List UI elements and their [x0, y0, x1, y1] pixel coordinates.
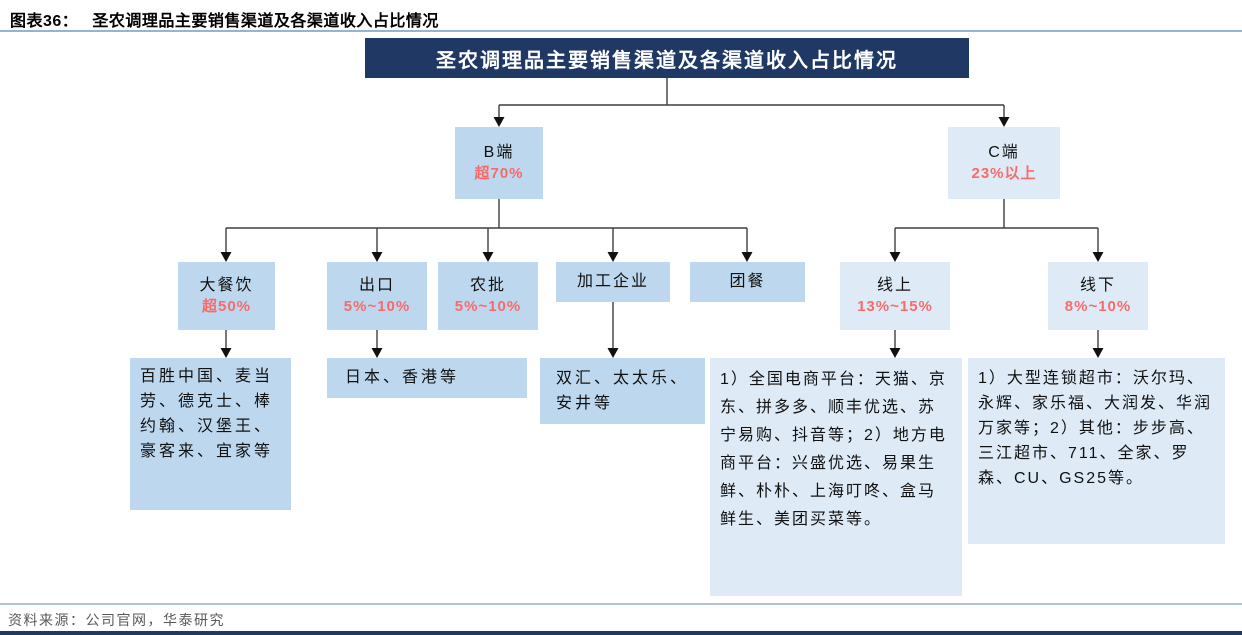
source-note: 资料来源：公司官网，华泰研究 — [8, 612, 225, 628]
node-export: 出口 5%~10% — [327, 262, 427, 330]
leaf-offline-retailers: 1）大型连锁超市：沃尔玛、永辉、家乐福、大润发、华润万家等；2）其他：步步高、三… — [968, 358, 1225, 544]
node-agri-wholesale-label: 农批 — [469, 277, 506, 294]
node-catering-label: 大餐饮 — [199, 277, 254, 294]
node-offline-label: 线下 — [1079, 277, 1116, 294]
node-export-label: 出口 — [358, 277, 395, 294]
node-agri-wholesale-share: 5%~10% — [454, 298, 522, 315]
node-offline: 线下 8%~10% — [1048, 262, 1148, 330]
node-group-meal-label: 团餐 — [729, 273, 766, 290]
arrowheads — [220, 117, 1104, 358]
diagram-title: 圣农调理品主要销售渠道及各渠道收入占比情况 — [365, 38, 969, 78]
node-c-side: C端 23%以上 — [948, 127, 1060, 199]
node-c-side-label: C端 — [988, 144, 1020, 161]
node-catering-share: 超50% — [201, 298, 252, 315]
node-b-side: B端 超70% — [455, 127, 543, 199]
figure-header-title: 圣农调理品主要销售渠道及各渠道收入占比情况 — [92, 13, 439, 30]
node-processing: 加工企业 — [556, 262, 670, 302]
node-online-share: 13%~15% — [857, 298, 933, 315]
node-online: 线上 13%~15% — [840, 262, 950, 330]
leaf-export-markets: 日本、香港等 — [327, 358, 527, 398]
node-agri-wholesale: 农批 5%~10% — [438, 262, 538, 330]
leaf-processing-customers: 双汇、太太乐、安井等 — [540, 358, 705, 424]
footer-divider — [0, 603, 1242, 605]
page-bottom-bar — [0, 631, 1242, 635]
node-export-share: 5%~10% — [343, 298, 411, 315]
node-c-side-share: 23%以上 — [971, 165, 1037, 182]
node-group-meal: 团餐 — [690, 262, 805, 302]
node-online-label: 线上 — [876, 277, 913, 294]
node-catering: 大餐饮 超50% — [178, 262, 275, 330]
connector-level2-to-leaves — [225, 302, 1099, 349]
node-processing-label: 加工企业 — [576, 273, 649, 290]
header-divider — [0, 30, 1242, 32]
leaf-catering-customers: 百胜中国、麦当劳、德克士、棒约翰、汉堡王、豪客来、宜家等 — [130, 358, 291, 510]
figure-number: 图表36： — [10, 13, 79, 30]
connector-b-to-children — [225, 199, 748, 253]
leaf-online-platforms: 1）全国电商平台：天猫、京东、拼多多、顺丰优选、苏宁易购、抖音等；2）地方电商平… — [710, 358, 962, 596]
connector-c-to-children — [894, 199, 1099, 253]
connector-title-to-level1 — [498, 78, 1005, 118]
node-b-side-share: 超70% — [474, 165, 524, 182]
figure-header: 图表36： 圣农调理品主要销售渠道及各渠道收入占比情况 — [10, 7, 439, 31]
node-b-side-label: B端 — [483, 144, 515, 161]
node-offline-share: 8%~10% — [1064, 298, 1132, 315]
